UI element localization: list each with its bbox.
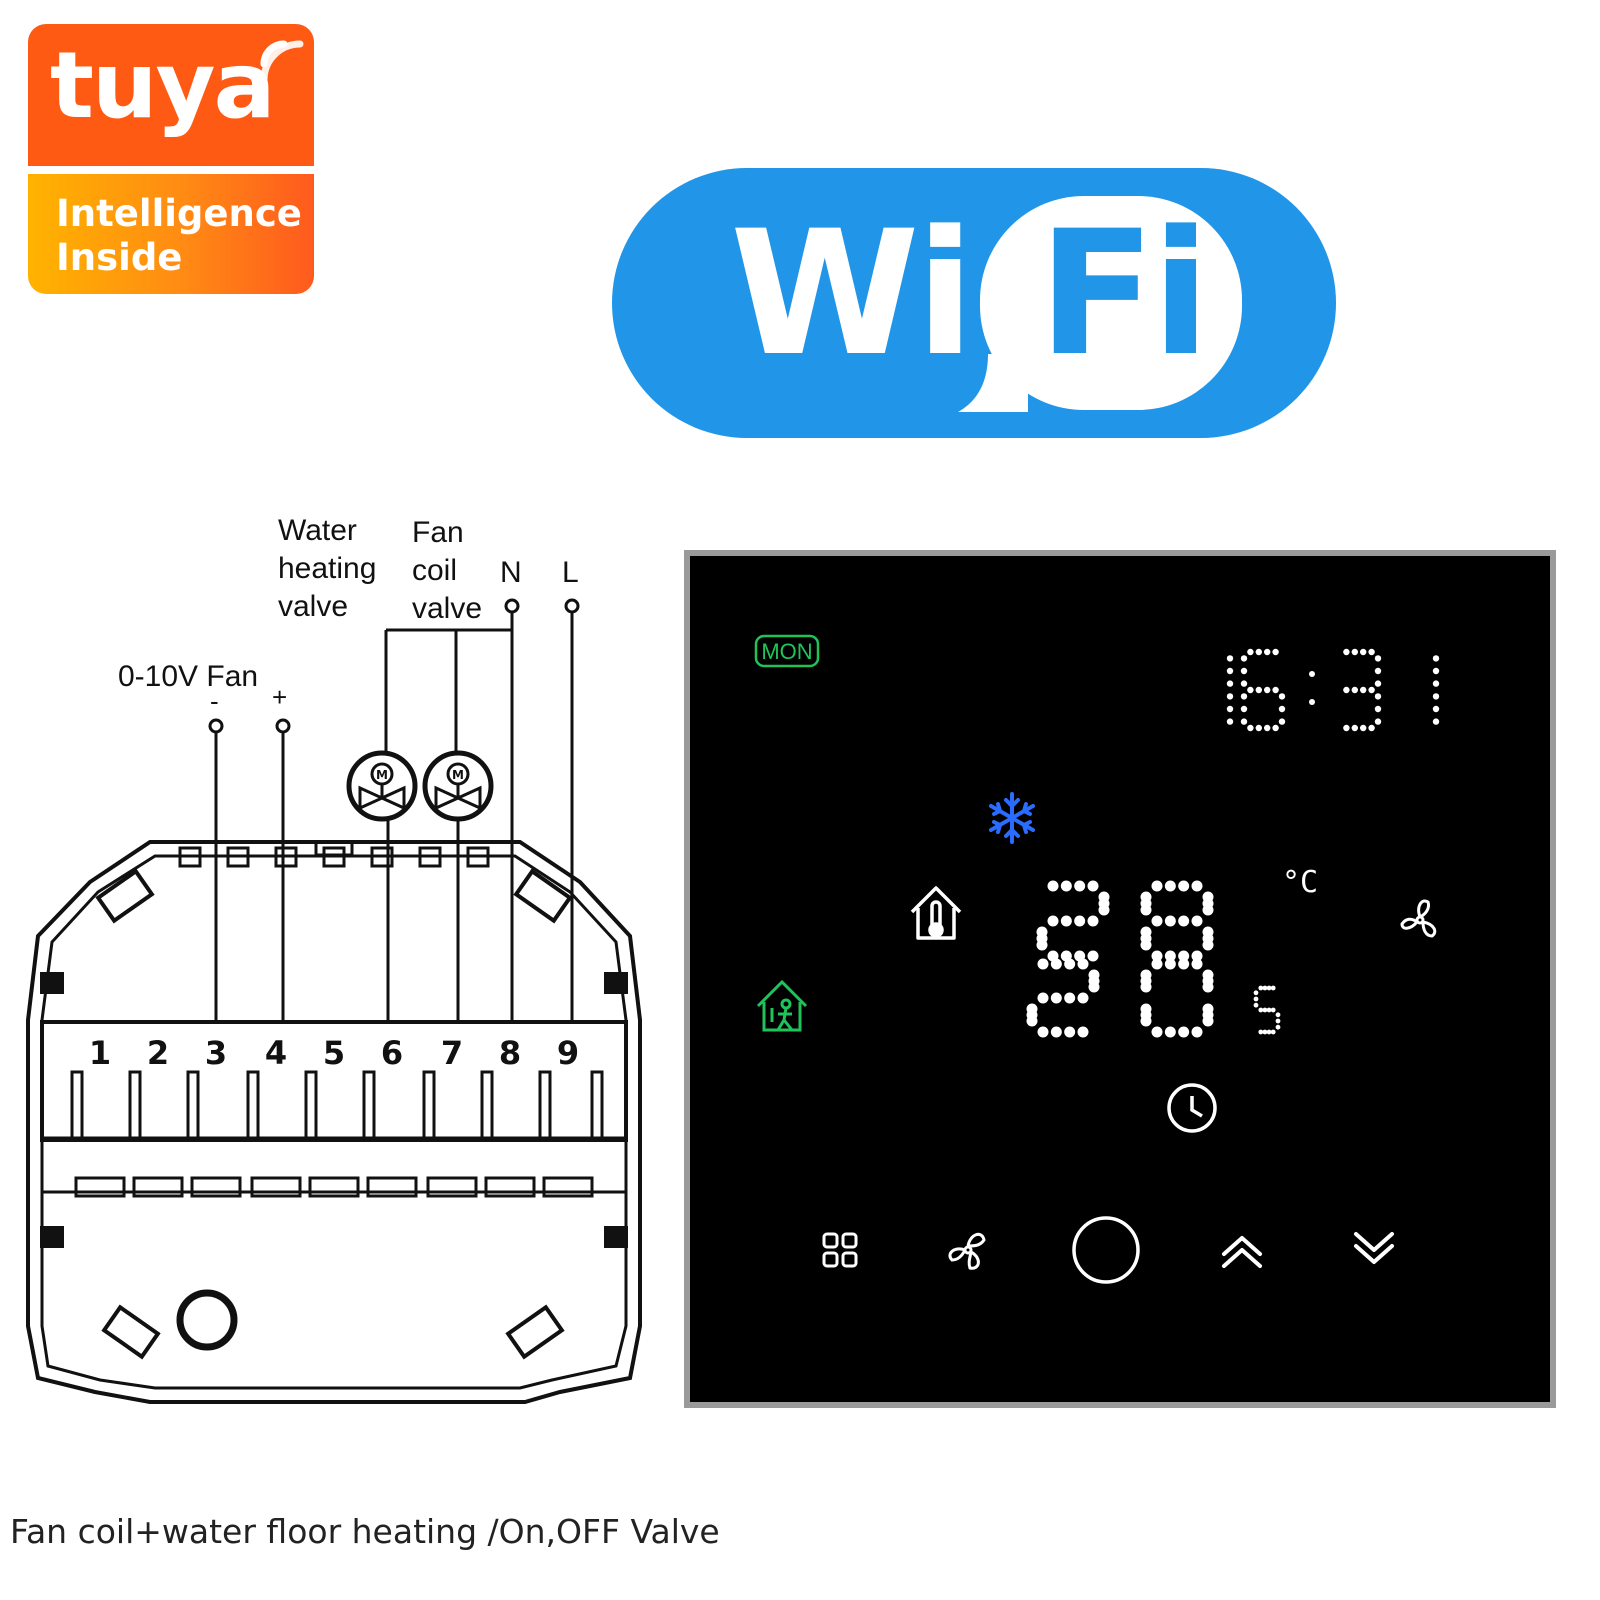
terminal-number: 5 — [323, 1034, 345, 1072]
label-fan-coil-valve: Fan coil valve — [412, 514, 482, 628]
schedule-clock-icon — [1167, 1083, 1217, 1133]
terminal-screw — [308, 1176, 360, 1198]
time-readout: 16:31 — [710, 1395, 716, 1397]
label-fan-coil-valve-line-1: Fan — [412, 516, 464, 549]
wifi-logo-fi: Fi — [1038, 193, 1210, 394]
time-digit — [1343, 648, 1382, 732]
label-water-heating-valve-line-1: Water — [278, 514, 357, 547]
wifi-logo: Wi Fi — [612, 168, 1336, 438]
caption: Fan coil+water floor heating /On,OFF Val… — [10, 1512, 720, 1551]
label-fan-minus: - — [210, 686, 219, 716]
top-pin — [274, 846, 298, 868]
terminal-number: 8 — [499, 1034, 521, 1072]
menu-grid-button[interactable] — [822, 1232, 858, 1268]
thermostat-display-panel: MON — [684, 550, 1556, 1408]
label-water-heating-valve-line-3: valve — [278, 590, 349, 623]
tuya-signal-icon — [260, 40, 304, 84]
svg-text:M: M — [376, 768, 388, 782]
room-temperature-icon — [910, 886, 962, 940]
terminal-number: 9 — [557, 1034, 579, 1072]
terminal-screw — [426, 1176, 478, 1198]
terminal-screw — [250, 1176, 302, 1198]
thermostat-display: MON — [710, 634, 1440, 1397]
mode-indicator-digit — [1253, 985, 1281, 1035]
time-colon-dot — [1309, 671, 1315, 677]
top-pin — [466, 846, 490, 868]
terminal-screw — [132, 1176, 184, 1198]
label-fan-coil-valve-line-3: valve — [412, 592, 483, 625]
temperature-readout: 28 — [750, 1395, 753, 1397]
temperature-down-button[interactable] — [1354, 1232, 1394, 1264]
day-badge — [754, 634, 820, 668]
temperature-digit — [1036, 880, 1110, 962]
housing-outline — [26, 840, 642, 1404]
time-colon-dot — [1309, 699, 1315, 705]
temperature-unit: °C — [1282, 865, 1318, 900]
cooling-snowflake-icon — [989, 792, 1035, 844]
valve-motor-icon: M — [422, 750, 494, 822]
svg-text:M: M — [452, 768, 464, 782]
top-pin — [418, 846, 442, 868]
set-value-readout: 20 — [790, 1395, 793, 1397]
terminal-number: 7 — [441, 1034, 463, 1072]
wifi-bubble-tail — [958, 354, 1028, 412]
away-mode-icon — [756, 979, 808, 1032]
terminal-number: 4 — [265, 1034, 287, 1072]
wiring-diagram: Water heating valve Fan coil valve N L 0… — [0, 490, 670, 1450]
dot-matrix-digits — [1026, 648, 1440, 1038]
label-neutral: N — [500, 556, 522, 589]
label-water-heating-valve-line-2: heating — [278, 552, 377, 585]
top-pin — [178, 846, 202, 868]
label-live: L — [562, 556, 579, 589]
set-value-digit — [1140, 958, 1214, 1038]
top-pin — [370, 846, 394, 868]
label-0-10v-fan: 0-10V Fan — [118, 660, 259, 693]
tuya-tagline-line-2: Inside — [56, 236, 183, 279]
terminal-number: 6 — [381, 1034, 403, 1072]
fan-status-icon — [1400, 899, 1437, 938]
tuya-tagline-line-1: Intelligence — [56, 192, 302, 235]
tuya-wordmark: tuya — [50, 32, 276, 139]
label-water-heating-valve: Water heating valve — [278, 512, 376, 626]
day-label: MON — [761, 639, 812, 664]
time-digit — [1240, 648, 1286, 732]
power-button[interactable] — [1072, 1216, 1140, 1284]
temperature-digit — [1140, 880, 1214, 962]
tuya-logo-bottom — [28, 174, 314, 294]
time-digit — [1226, 655, 1234, 725]
top-pin — [226, 846, 250, 868]
time-digit — [1432, 655, 1440, 725]
tuya-logo-top — [28, 24, 314, 166]
terminal-screw — [484, 1176, 536, 1198]
set-value-digit — [1026, 958, 1100, 1038]
terminal-block — [40, 1020, 628, 1142]
terminal-screw — [74, 1176, 126, 1198]
wifi-logo-wi: Wi — [730, 193, 975, 394]
terminal-number: 2 — [147, 1034, 169, 1072]
tuya-logo: tuya Intelligence Inside — [28, 24, 314, 294]
label-fan-plus: + — [272, 682, 288, 712]
top-pin — [322, 846, 346, 868]
mode-indicator-readout: 5 — [830, 1395, 832, 1397]
terminal-number: 3 — [205, 1034, 227, 1072]
temperature-up-button[interactable] — [1222, 1236, 1262, 1268]
terminal-screw — [542, 1176, 594, 1198]
terminal-screw — [366, 1176, 418, 1198]
valve-motor-icon: M — [346, 750, 418, 822]
terminal-screw — [190, 1176, 242, 1198]
terminal-number: 1 — [89, 1034, 111, 1072]
label-fan-coil-valve-line-2: coil — [412, 554, 458, 587]
fan-speed-button[interactable] — [948, 1232, 986, 1270]
